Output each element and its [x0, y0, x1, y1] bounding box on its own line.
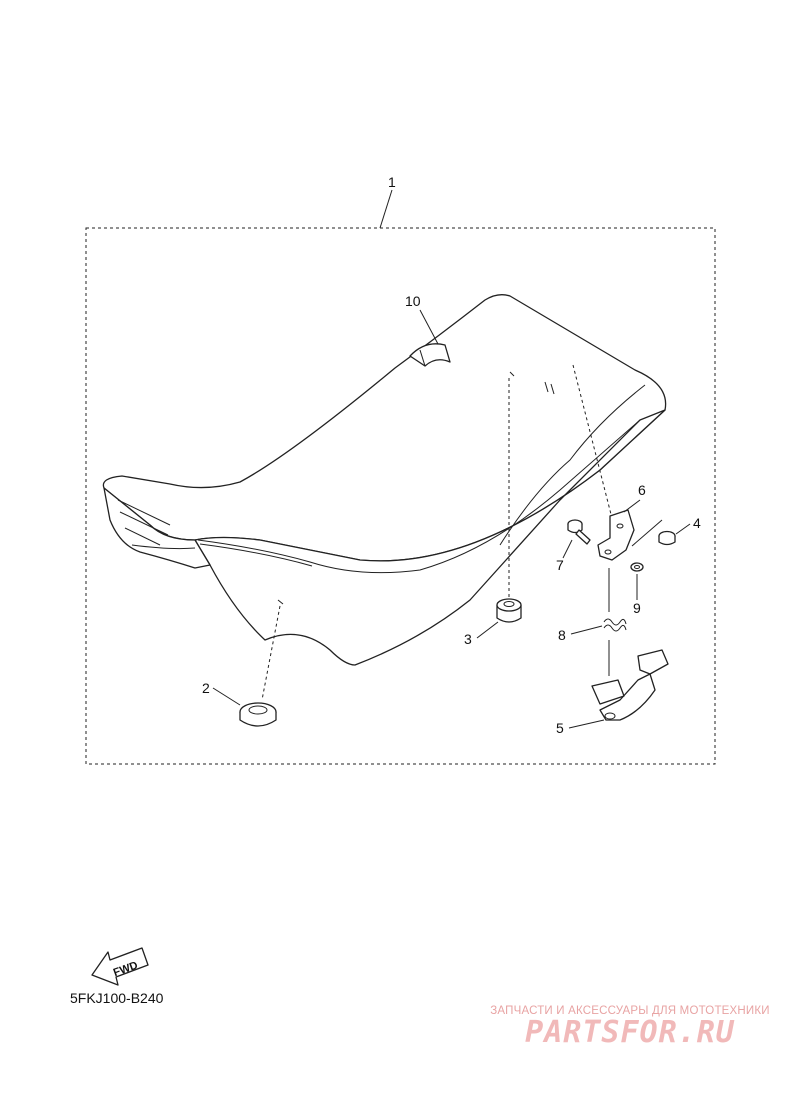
- leader-8: [570, 625, 603, 635]
- watermark-brand: PARTSFOR.RU: [525, 1015, 735, 1050]
- part-9-washer[interactable]: [630, 562, 644, 572]
- part-4-nut[interactable]: [658, 530, 676, 546]
- leader-10: [419, 309, 439, 345]
- part-7-bolt[interactable]: [567, 519, 591, 545]
- leader-4: [675, 523, 691, 535]
- watermark-tagline: ЗАПЧАСТИ И АКСЕССУАРЫ ДЛЯ МОТОТЕХНИКИ: [490, 1005, 770, 1017]
- callout-8[interactable]: 8: [558, 627, 566, 643]
- leader-5: [568, 719, 605, 729]
- part-3-damper[interactable]: [496, 598, 522, 623]
- callout-7[interactable]: 7: [556, 557, 564, 573]
- callout-9[interactable]: 9: [633, 600, 641, 616]
- assembly-line-4: [631, 519, 663, 547]
- part-6-bracket[interactable]: [597, 509, 635, 561]
- fwd-arrow-icon: FWD: [91, 947, 149, 986]
- leader-7: [562, 539, 573, 559]
- seat[interactable]: [102, 294, 667, 666]
- assembly-boundary: [85, 227, 716, 765]
- callout-6[interactable]: 6: [638, 482, 646, 498]
- part-8-spring[interactable]: [603, 618, 627, 632]
- assembly-line-6: [572, 364, 616, 531]
- watermark: ЗАПЧАСТИ И АКСЕССУАРЫ ДЛЯ МОТОТЕХНИКИ PA…: [470, 1005, 790, 1050]
- part-2-damper[interactable]: [239, 702, 277, 727]
- leader-1: [379, 189, 393, 229]
- callout-2[interactable]: 2: [202, 680, 210, 696]
- part-5-lock-lever[interactable]: [591, 649, 669, 721]
- diagram-code: 5FKJ100-B240: [70, 990, 164, 1006]
- callout-1[interactable]: 1: [388, 174, 396, 190]
- callout-5[interactable]: 5: [556, 720, 564, 736]
- callout-3[interactable]: 3: [464, 631, 472, 647]
- leader-2: [212, 687, 241, 706]
- leader-3: [476, 621, 499, 639]
- callout-4[interactable]: 4: [693, 515, 701, 531]
- callout-10[interactable]: 10: [405, 293, 421, 309]
- assembly-line-2: [261, 605, 281, 701]
- leader-6: [623, 499, 641, 513]
